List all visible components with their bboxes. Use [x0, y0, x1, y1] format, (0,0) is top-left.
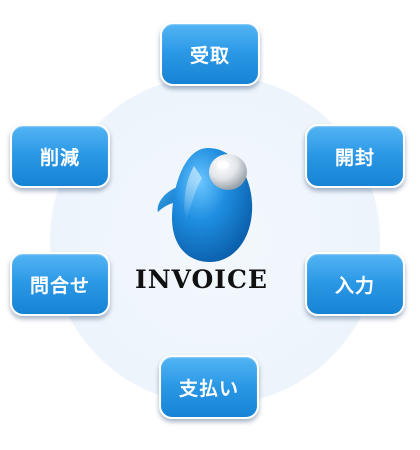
node-payment-label: 支払い [178, 377, 239, 400]
invoice-droplet-icon [157, 148, 253, 262]
node-input[interactable]: 入力 [305, 252, 405, 316]
node-input-label: 入力 [334, 274, 375, 297]
node-receive[interactable]: 受取 [160, 22, 260, 86]
node-open-label: 開封 [334, 146, 375, 169]
node-inquiry-label: 問合せ [29, 274, 90, 297]
node-inquiry[interactable]: 問合せ [10, 252, 110, 316]
node-receive-label: 受取 [189, 44, 230, 67]
brand-wordmark: INVOICE [135, 265, 268, 294]
node-reduce-label: 削減 [39, 146, 80, 169]
node-reduce[interactable]: 削減 [10, 124, 110, 188]
node-open[interactable]: 開封 [305, 124, 405, 188]
node-payment[interactable]: 支払い [159, 355, 259, 419]
